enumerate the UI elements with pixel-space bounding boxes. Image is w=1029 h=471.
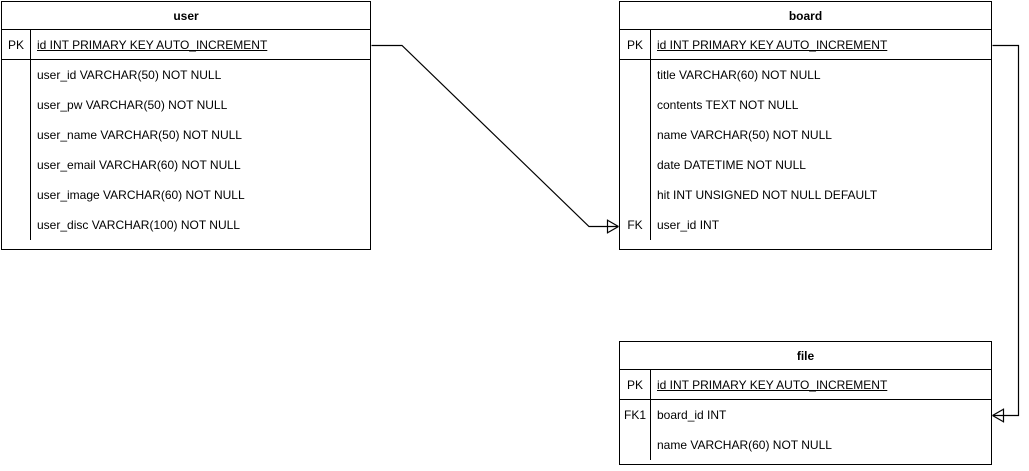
entity-board-attribute-row[interactable]: date DATETIME NOT NULL <box>620 150 991 180</box>
entity-user[interactable]: user PK id INT PRIMARY KEY AUTO_INCREMEN… <box>1 1 371 250</box>
entity-board[interactable]: board PK id INT PRIMARY KEY AUTO_INCREME… <box>619 1 992 250</box>
attribute-text: user_name VARCHAR(50) NOT NULL <box>37 128 242 142</box>
entity-board-fk-row[interactable]: FK user_id INT <box>620 210 991 240</box>
column-divider <box>30 30 31 60</box>
entity-file-pk-attribute: id INT PRIMARY KEY AUTO_INCREMENT <box>657 378 888 392</box>
connector-line-board-file <box>992 44 1020 417</box>
entity-user-attribute-row[interactable]: user_id VARCHAR(50) NOT NULL <box>2 60 370 90</box>
entity-file-attribute-row[interactable]: name VARCHAR(60) NOT NULL <box>620 430 991 460</box>
attribute-text: user_id INT <box>657 218 720 232</box>
entity-board-attributes: title VARCHAR(60) NOT NULL contents TEXT… <box>620 60 991 240</box>
entity-user-attributes: user_id VARCHAR(50) NOT NULL user_pw VAR… <box>2 60 370 240</box>
entity-user-attribute-row[interactable]: user_name VARCHAR(50) NOT NULL <box>2 120 370 150</box>
column-divider <box>650 370 651 400</box>
key-label <box>2 180 30 210</box>
key-label <box>620 60 650 90</box>
crows-foot-prong-upper <box>607 219 619 228</box>
entity-board-title: board <box>620 2 991 30</box>
attribute-text: user_email VARCHAR(60) NOT NULL <box>37 158 241 172</box>
entity-board-pk-row[interactable]: PK id INT PRIMARY KEY AUTO_INCREMENT <box>620 30 991 60</box>
entity-user-attribute-row[interactable]: user_pw VARCHAR(50) NOT NULL <box>2 90 370 120</box>
attribute-text: user_disc VARCHAR(100) NOT NULL <box>37 218 240 232</box>
entity-user-attribute-row[interactable]: user_email VARCHAR(60) NOT NULL <box>2 150 370 180</box>
key-label <box>2 60 30 90</box>
key-label <box>2 90 30 120</box>
entity-board-pk-attribute: id INT PRIMARY KEY AUTO_INCREMENT <box>657 38 888 52</box>
key-label <box>2 120 30 150</box>
relationship-user-to-board <box>371 44 619 234</box>
key-label <box>620 180 650 210</box>
entity-file[interactable]: file PK id INT PRIMARY KEY AUTO_INCREMEN… <box>619 341 992 465</box>
attribute-text: contents TEXT NOT NULL <box>657 98 799 112</box>
entity-board-fk-key-label: FK <box>627 218 643 232</box>
column-divider <box>650 60 651 240</box>
relationship-board-to-file <box>992 44 1020 423</box>
entity-board-attribute-row[interactable]: contents TEXT NOT NULL <box>620 90 991 120</box>
entity-file-pk-row[interactable]: PK id INT PRIMARY KEY AUTO_INCREMENT <box>620 370 991 400</box>
attribute-text: user_image VARCHAR(60) NOT NULL <box>37 188 245 202</box>
entity-board-pk-key-label: PK <box>626 38 643 52</box>
connector-line-user-board <box>371 44 618 228</box>
entity-file-title: file <box>620 342 991 370</box>
entity-user-title: user <box>2 2 370 30</box>
entity-file-attributes: FK1 board_id INT name VARCHAR(60) NOT NU… <box>620 400 991 460</box>
attribute-text: hit INT UNSIGNED NOT NULL DEFAULT <box>657 188 878 202</box>
key-label <box>2 150 30 180</box>
attribute-text: title VARCHAR(60) NOT NULL <box>657 68 821 82</box>
crows-foot-prong-lower <box>607 225 619 234</box>
column-divider <box>30 60 31 240</box>
key-label <box>620 430 650 460</box>
crows-foot-prong-upper <box>992 408 1004 417</box>
entity-file-fk-row[interactable]: FK1 board_id INT <box>620 400 991 430</box>
key-label <box>620 120 650 150</box>
key-label <box>620 90 650 120</box>
attribute-text: date DATETIME NOT NULL <box>657 158 806 172</box>
attribute-text: user_pw VARCHAR(50) NOT NULL <box>37 98 228 112</box>
crows-foot-prong-lower <box>992 414 1004 423</box>
attribute-text: user_id VARCHAR(50) NOT NULL <box>37 68 222 82</box>
entity-user-attribute-row[interactable]: user_image VARCHAR(60) NOT NULL <box>2 180 370 210</box>
key-label <box>620 150 650 180</box>
attribute-text: board_id INT <box>657 408 727 422</box>
entity-board-attribute-row[interactable]: name VARCHAR(50) NOT NULL <box>620 120 991 150</box>
column-divider <box>650 400 651 460</box>
key-label <box>2 210 30 240</box>
attribute-text: name VARCHAR(60) NOT NULL <box>657 438 832 452</box>
entity-user-pk-attribute: id INT PRIMARY KEY AUTO_INCREMENT <box>37 38 268 52</box>
entity-board-attribute-row[interactable]: title VARCHAR(60) NOT NULL <box>620 60 991 90</box>
entity-file-pk-key-label: PK <box>626 378 643 392</box>
attribute-text: name VARCHAR(50) NOT NULL <box>657 128 832 142</box>
column-divider <box>650 30 651 60</box>
entity-user-pk-key-label: PK <box>7 38 24 52</box>
entity-board-attribute-row[interactable]: hit INT UNSIGNED NOT NULL DEFAULT <box>620 180 991 210</box>
entity-file-fk-key-label: FK1 <box>623 408 646 422</box>
entity-user-attribute-row[interactable]: user_disc VARCHAR(100) NOT NULL <box>2 210 370 240</box>
entity-user-pk-row[interactable]: PK id INT PRIMARY KEY AUTO_INCREMENT <box>2 30 370 60</box>
